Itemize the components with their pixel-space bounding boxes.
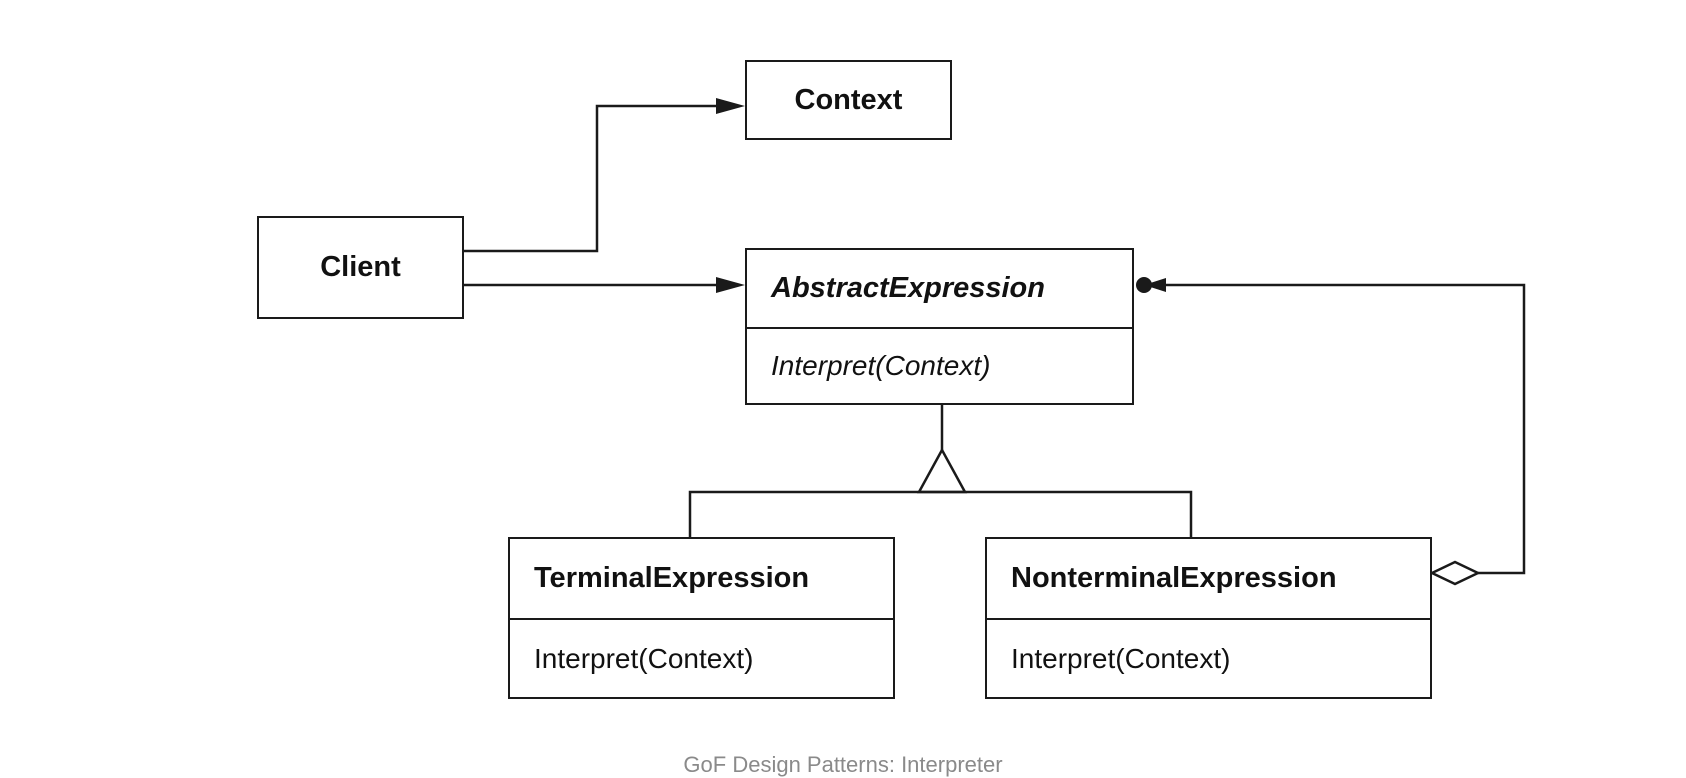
diagram-caption: GoF Design Patterns: Interpreter [683, 752, 1003, 777]
terminal-expression-class-name: TerminalExpression [534, 562, 810, 594]
inheritance-branch-line [688, 490, 1193, 537]
terminal-expression-class-box: TerminalExpression Interpret(Context) [508, 537, 895, 699]
terminal-expression-operation: Interpret(Context) [510, 618, 893, 697]
aggregation-arrowhead [1144, 278, 1166, 292]
connectors-layer [464, 98, 1526, 586]
context-class-name: Context [794, 83, 903, 116]
abstract-expression-class-box: AbstractExpression Interpret(Context) [745, 248, 1134, 405]
multiplicity-dot [1136, 277, 1152, 293]
client-class-box: Client [257, 216, 464, 319]
aggregation-line [1164, 283, 1526, 575]
interpreter-class-diagram: Context Client AbstractExpression Interp… [257, 60, 1526, 777]
nonterminal-expression-class-name: NonterminalExpression [1011, 562, 1337, 594]
nonterminal-expression-class-box: NonterminalExpression Interpret(Context) [985, 537, 1432, 699]
client-to-context-line [464, 104, 716, 253]
client-to-abstract-arrowhead [716, 277, 745, 293]
abstract-expression-class-name: AbstractExpression [771, 272, 1045, 304]
abstract-expression-operation: Interpret(Context) [747, 327, 1132, 403]
client-to-context-arrowhead [716, 98, 745, 114]
context-class-box: Context [745, 60, 952, 140]
aggregation-diamond [1429, 560, 1481, 586]
nonterminal-expression-operation: Interpret(Context) [987, 618, 1430, 697]
inheritance-triangle [916, 447, 968, 494]
client-class-name: Client [320, 251, 401, 283]
